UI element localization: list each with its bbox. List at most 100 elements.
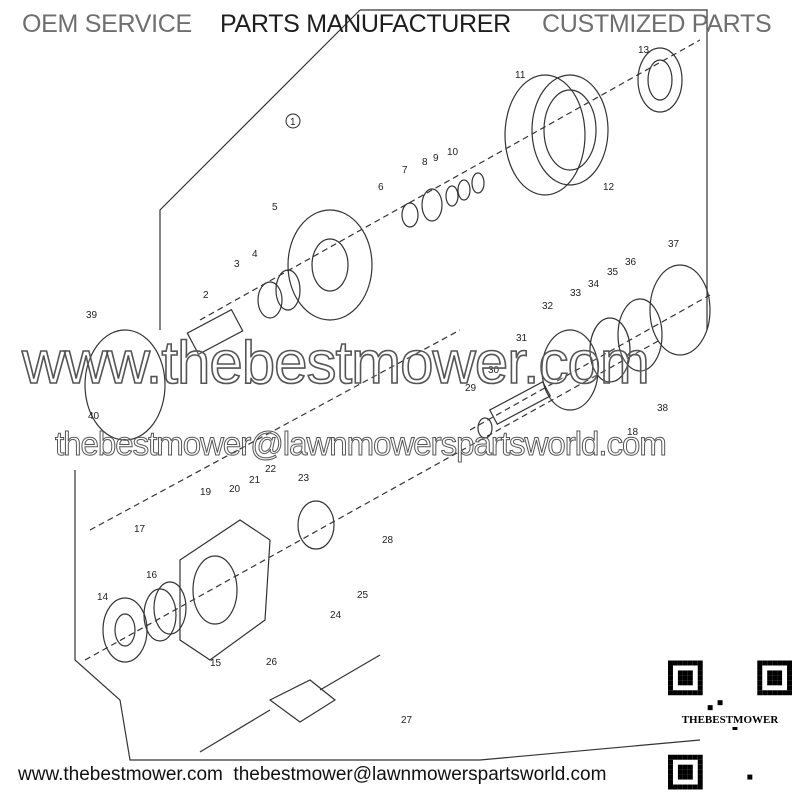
assembly-frame [360,9,708,330]
assembly-axis [89,329,461,531]
watermark-site: www.thebestmower.com [21,328,651,397]
callout-19: 19 [200,487,212,498]
part-29-ring [477,417,493,439]
qr-module [668,764,673,770]
callout-35: 35 [607,267,619,278]
qr-module [697,779,703,785]
qr-module [682,754,688,760]
qr-module [677,774,683,780]
qr-module [787,685,792,691]
qr-code [668,660,792,790]
part-23-o-ring [297,500,335,550]
qr-module [692,784,698,790]
qr-module [757,670,763,676]
qr-module [682,690,688,696]
qr-module [677,680,683,686]
qr-module [697,769,703,775]
callout-37: 37 [668,239,680,250]
qr-module [682,680,688,686]
qr-module [677,784,683,790]
callout-2: 2 [203,290,209,301]
callout-27: 27 [401,715,413,726]
qr-module [757,665,763,671]
qr-module [777,660,783,666]
qr-module [668,759,673,765]
qr-module [747,774,753,780]
callout-20: 20 [229,484,241,495]
part-7-bearing [421,188,443,222]
qr-module [767,675,773,681]
callout-10: 10 [447,147,459,158]
assembly-frame-left [159,9,361,330]
qr-module [687,660,693,666]
callout-24: 24 [330,610,342,621]
callout-15: 15 [210,658,222,669]
header-parts-manufacturer: PARTS MANUFACTURER [220,10,511,38]
qr-module [767,660,773,666]
qr-module [687,680,693,686]
part-16-ring [153,581,187,635]
callout-9: 9 [433,153,439,164]
qr-module [677,690,683,696]
qr-module [697,690,703,696]
callout-23: 23 [298,473,310,484]
part-8-ring [445,185,459,207]
qr-module [782,660,788,666]
qr-module [697,665,703,671]
footer-site: www.thebestmower.com [18,764,223,785]
part-17-housing [179,519,271,661]
qr-module [717,700,723,706]
qr-module [682,774,688,780]
callout-25: 25 [357,590,369,601]
qr-module [687,690,693,696]
part-3-ring [257,281,283,319]
lower-frame [74,470,701,761]
callout-circle [285,113,301,129]
part-37-ring [649,264,711,356]
part-14-hub [102,597,148,663]
callout-31: 31 [516,333,528,344]
qr-module [777,670,783,676]
callout-36: 36 [625,257,637,268]
qr-module [682,675,688,681]
watermark-email: thebestmower@lawnmowerspartsworld.com [55,425,668,463]
footer-contact: www.thebestmower.com thebestmower@lawnmo… [18,764,606,786]
qr-module [668,769,673,775]
part-5-cover [287,209,373,321]
qr-module [762,690,768,696]
qr-module [692,690,698,696]
part-26-valve-block [268,679,337,723]
callout-16: 16 [146,570,158,581]
callout-39: 39 [86,310,98,321]
qr-module [668,685,673,691]
qr-module [687,769,693,775]
part-13-bearing [637,47,683,113]
assembly-axis [469,294,711,431]
qr-module [672,690,678,696]
qr-module [787,690,792,696]
qr-module [697,754,703,760]
qr-module [697,675,703,681]
qr-module [777,680,783,686]
qr-module [687,754,693,760]
qr-module [668,779,673,785]
part-2-shaft [186,308,244,356]
callout-32: 32 [542,301,554,312]
callout-40: 40 [88,411,100,422]
qr-module [668,680,673,686]
part-35-ring [617,298,663,372]
qr-module [668,665,673,671]
callout-33: 33 [570,288,582,299]
callout-13: 13 [638,45,650,56]
part-11-ring [504,74,586,196]
qr-module [697,660,703,666]
callout-28: 28 [382,535,394,546]
callout-14: 14 [97,592,109,603]
qr-module [677,670,683,676]
part-6-ring [401,202,419,228]
part-27-valve-rod [319,654,381,691]
qr-label: THEBESTMOWER [672,713,788,727]
part-14-hub-inner [114,613,136,647]
